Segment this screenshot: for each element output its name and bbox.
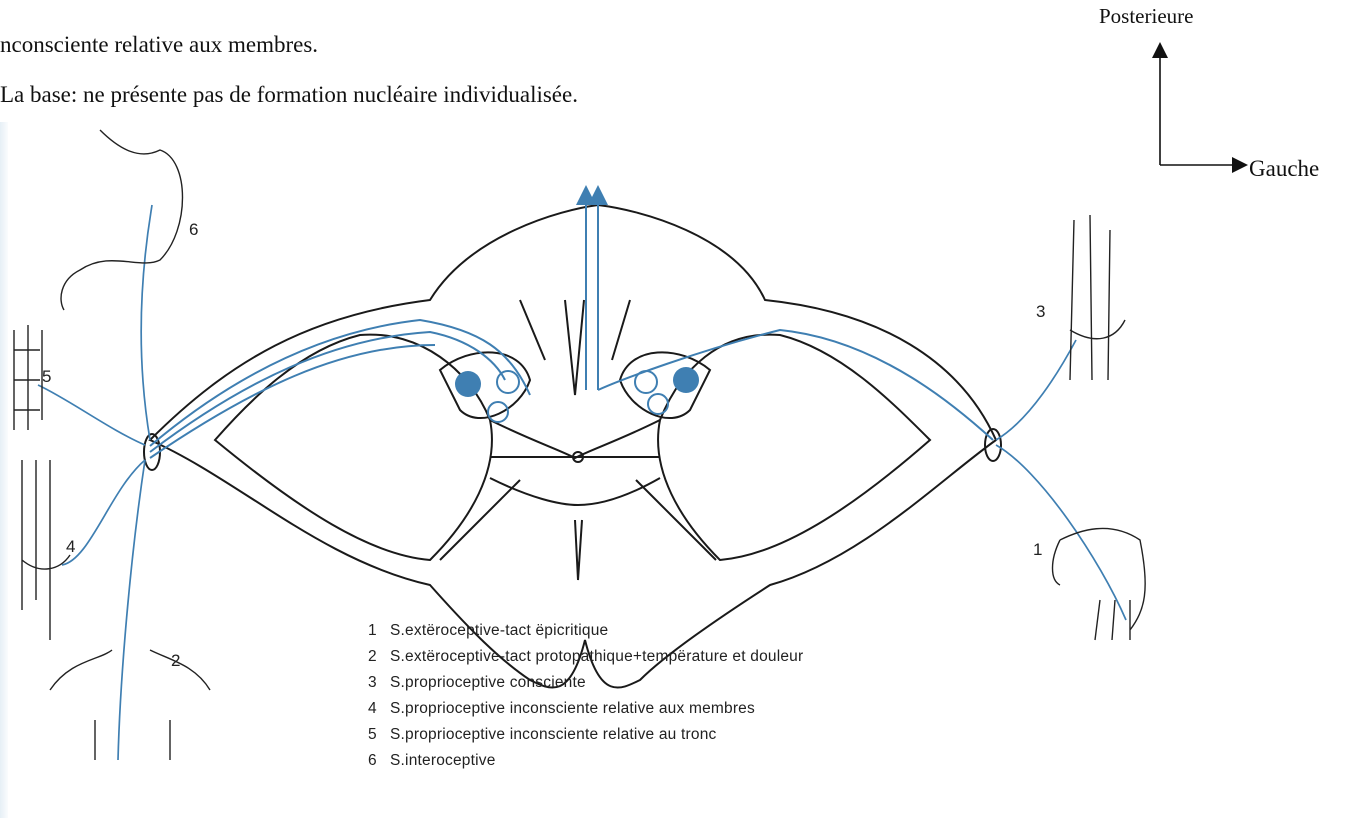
legend-num: 5 <box>368 722 390 748</box>
nucleus-right-filled <box>673 367 699 393</box>
legend-text: S.extëroceptive-tact ëpicritique <box>390 622 608 639</box>
knee-sketch-right <box>1070 215 1125 380</box>
legend-num: 1 <box>368 618 390 644</box>
commissure-bottom <box>490 478 660 505</box>
legend-text: S.proprioceptive inconsciente relative a… <box>390 726 716 743</box>
nucleus-left-hatched <box>497 371 519 393</box>
nerve-to-limb-joint <box>996 340 1076 440</box>
posterior-col-line-left <box>520 300 545 360</box>
legend-text: S.proprioceptive inconsciente relative a… <box>390 700 755 717</box>
nerve-to-stomach <box>141 205 152 440</box>
tag-5: 5 <box>42 367 51 386</box>
nerve-to-trunk <box>38 385 145 445</box>
anterior-line-right <box>636 480 716 560</box>
tag-6: 6 <box>189 220 198 239</box>
posterior-col-line-right <box>612 300 630 360</box>
posterior-septum <box>565 300 584 395</box>
nucleus-left-lower <box>488 402 508 422</box>
vertebra-sketch <box>14 325 42 430</box>
nucleus-left-filled <box>455 371 481 397</box>
tag-1: 1 <box>1033 540 1042 559</box>
legend-num: 4 <box>368 696 390 722</box>
stomach-sketch <box>61 130 182 310</box>
spinal-cord-section <box>144 205 1001 688</box>
gray-matter-right <box>658 335 930 560</box>
nerve-to-chest <box>118 460 145 760</box>
legend-text: S.interoceptive <box>390 752 496 769</box>
torso-sketch <box>50 650 210 760</box>
tag-3: 3 <box>1036 302 1045 321</box>
legend-num: 3 <box>368 670 390 696</box>
tag-4: 4 <box>66 537 75 556</box>
legend-num: 2 <box>368 644 390 670</box>
anterior-fissure <box>575 520 582 580</box>
tag-2: 2 <box>171 651 180 670</box>
orientation-axes <box>1160 50 1240 165</box>
legend-text: S.proprioceptive consciente <box>390 674 586 691</box>
cord-outline <box>150 205 996 688</box>
nerve-to-hand <box>996 445 1126 620</box>
legend-num: 6 <box>368 748 390 774</box>
nucleus-right-lower <box>648 394 668 414</box>
gray-matter-left <box>215 335 492 560</box>
hand-sketch <box>1053 528 1146 640</box>
knee-sketch-left <box>22 460 70 640</box>
ascending-fibers <box>150 195 993 458</box>
legend-text: S.extëroceptive-tact protopathique+tempë… <box>390 648 803 665</box>
